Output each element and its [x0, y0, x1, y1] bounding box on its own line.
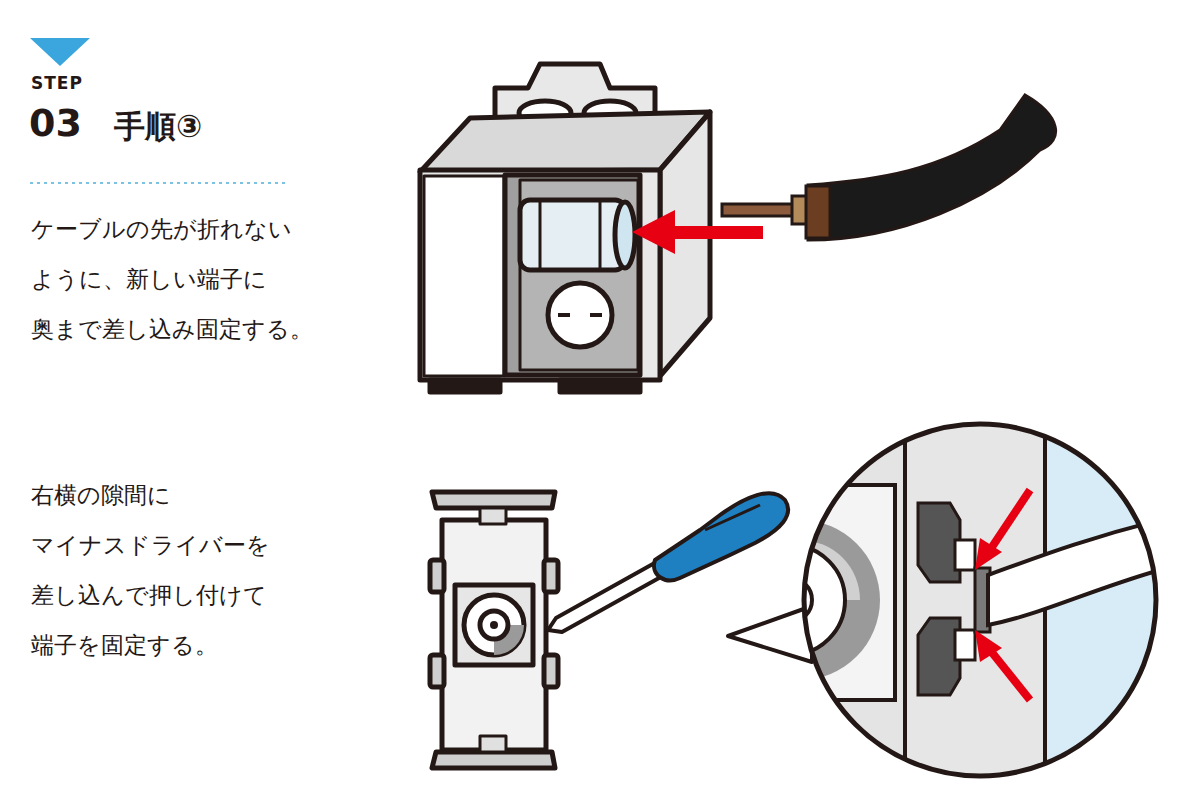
zoom-ring	[804, 424, 1156, 776]
terminal-unit	[420, 64, 710, 392]
zoom-detail	[735, 420, 1160, 780]
coax-cable	[722, 95, 1056, 240]
zoom-pointer	[728, 606, 812, 662]
screwdriver	[548, 493, 788, 632]
terminal-front	[430, 492, 558, 768]
step-triangle	[30, 38, 90, 66]
instruction-text: ケーブルの先が折れない ように、新しい端子に 奥まで差し込み固定する。	[31, 204, 361, 354]
instruction-text: 右横の隙間に マイナスドライバーを 差し込んで押し付けて 端子を固定する。	[31, 470, 361, 670]
step-number: 03	[29, 100, 82, 146]
step-label: STEP	[31, 72, 83, 94]
dotted-rule	[30, 182, 288, 184]
step-heading: 手順③	[114, 106, 202, 146]
